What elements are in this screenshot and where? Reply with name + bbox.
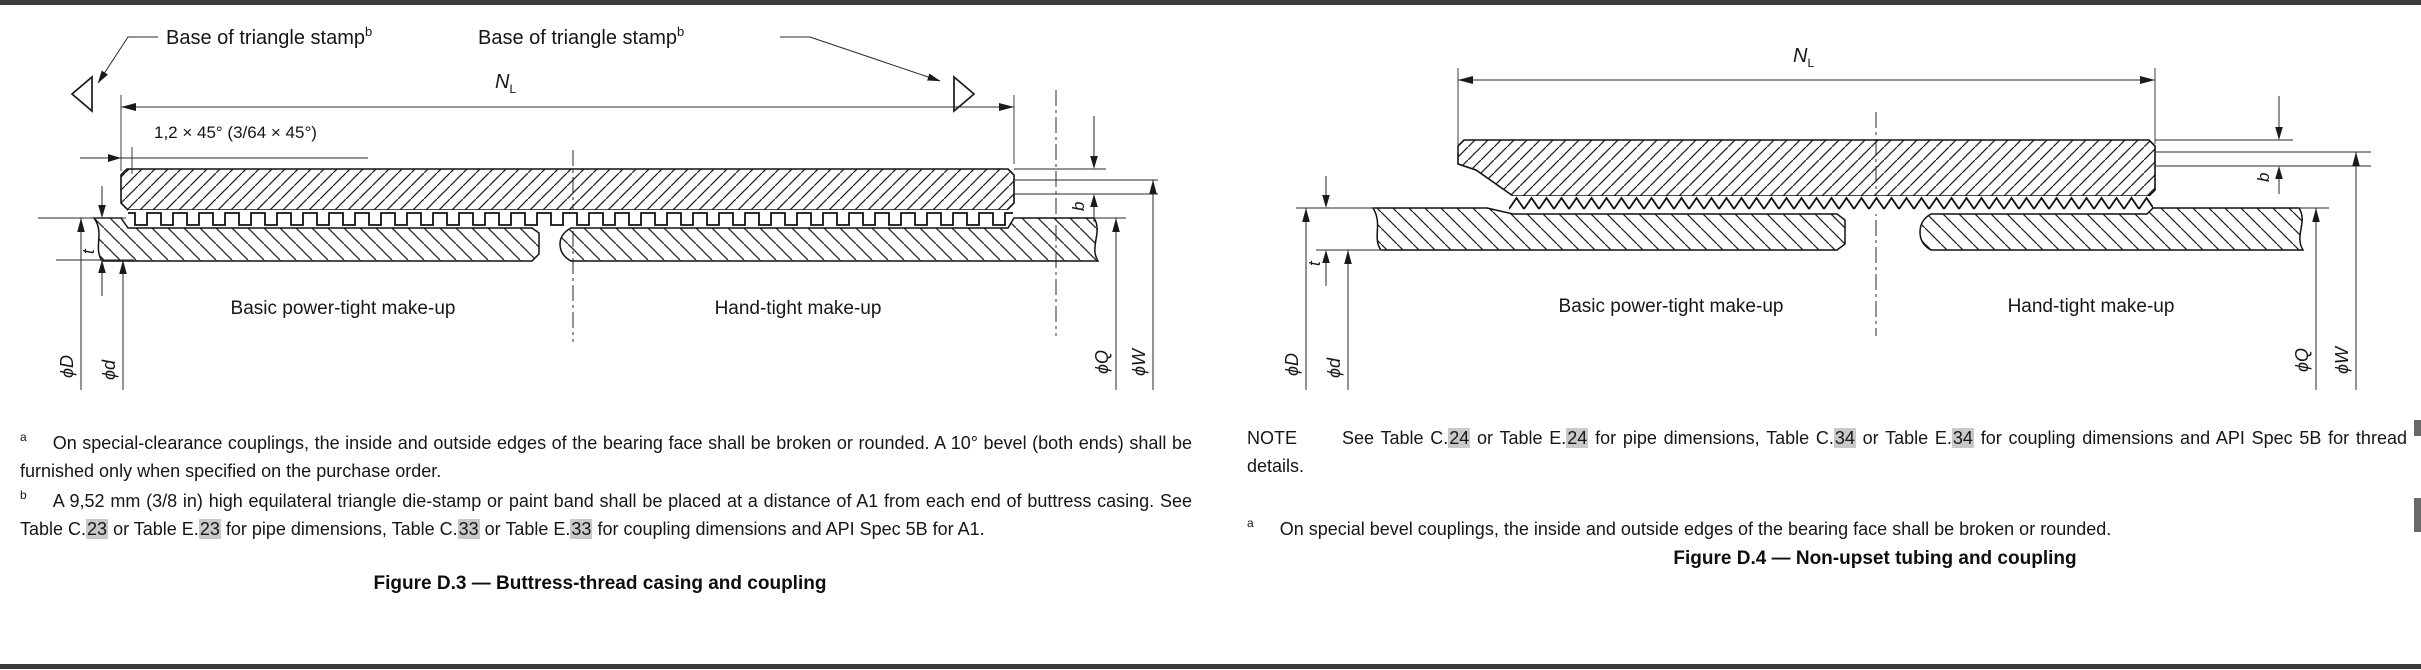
dimension-t: t: [1305, 176, 1330, 286]
triangle-stamp-right: Base of triangle stampb: [478, 24, 976, 113]
page-bottom-border: [0, 664, 2421, 669]
triangle-stamp-icon: [70, 75, 93, 113]
pipe-right: [559, 217, 1100, 262]
phi-d-inner-label: ϕd: [1324, 357, 1344, 378]
footnote-marker: a: [20, 430, 27, 444]
phi-w-label: ϕW: [1129, 347, 1149, 376]
dimension-phi-d-outer: ϕD: [1282, 208, 1310, 390]
phi-q-label: ϕQ: [1092, 350, 1112, 374]
coupling-section: [1457, 139, 2156, 214]
highlighted-reference: 24: [1448, 428, 1471, 448]
phi-q-label: ϕQ: [2292, 348, 2312, 372]
note-label: NOTE: [1247, 428, 1298, 448]
figure-d3-diagram: Base of triangle stampb Base of triangle…: [38, 24, 1158, 390]
footnote-text: A 9,52 mm (3/8 in) high equilateral tria…: [20, 491, 1192, 539]
footnote-marker: b: [20, 488, 27, 502]
triangle-stamp-icon: [953, 75, 976, 113]
label-power-tight: Basic power-tight make-up: [1559, 296, 1784, 317]
coupling-section: [120, 168, 1015, 228]
dimension-phi-q: ϕQ: [1092, 218, 1120, 390]
dimension-b: b: [2254, 96, 2283, 194]
page-top-border: [0, 0, 2421, 5]
note-text: See Table C.: [1342, 428, 1449, 448]
label-power-tight: Basic power-tight make-up: [231, 298, 456, 319]
footnote-text: or Table E.: [479, 519, 571, 539]
figure-d3-caption: Figure D.3 — Buttress-thread casing and …: [373, 573, 827, 594]
nl-label: NL: [1793, 45, 1814, 70]
phi-d-outer-label: ϕD: [1282, 353, 1302, 376]
dimension-phi-d-inner: ϕd: [99, 260, 127, 390]
stamp-label: Base of triangle stampb: [478, 24, 684, 49]
highlighted-reference: 34: [1833, 428, 1856, 448]
dimension-chamfer: 1,2 × 45° (3/64 × 45°): [80, 123, 368, 174]
note-text: or Table E.: [1855, 428, 1952, 448]
dimension-phi-d-inner: ϕd: [1324, 250, 1352, 390]
scan-artifact: [2414, 420, 2421, 436]
t-label: t: [1305, 260, 1324, 266]
highlighted-reference: 24: [1566, 428, 1589, 448]
figure-d4-diagram: NL b ϕQ ϕW: [1282, 45, 2371, 390]
dimension-nl: NL: [120, 71, 1015, 171]
buttress-thread-profile: [128, 210, 1013, 228]
chamfer-label: 1,2 × 45° (3/64 × 45°): [154, 123, 317, 142]
dimension-phi-w: ϕW: [2332, 152, 2360, 390]
figure-d4-footnote-a: a On special bevel couplings, the inside …: [1247, 510, 2407, 543]
bearing-face-lines: [2155, 139, 2371, 209]
nl-label: NL: [495, 71, 516, 96]
label-hand-tight: Hand-tight make-up: [2008, 296, 2175, 317]
footnote-text: On special bevel couplings, the inside a…: [1279, 519, 2112, 539]
dimension-phi-w: ϕW: [1129, 180, 1157, 390]
triangle-stamp-left: Base of triangle stampb: [70, 24, 372, 113]
b-label: b: [2254, 173, 2273, 182]
t-label: t: [79, 248, 98, 254]
pipe-left: [92, 217, 540, 262]
v-thread-profile: [1509, 196, 2153, 214]
left-reference-lines: [1296, 207, 1383, 251]
highlighted-reference: 34: [1951, 428, 1974, 448]
phi-d-inner-label: ϕd: [99, 359, 119, 380]
stamp-label: Base of triangle stampb: [166, 24, 372, 49]
label-hand-tight: Hand-tight make-up: [715, 298, 882, 319]
highlighted-reference: 23: [198, 519, 221, 539]
highlighted-reference: 23: [86, 519, 109, 539]
bearing-face-lines: [1014, 168, 1158, 219]
highlighted-reference: 33: [457, 519, 480, 539]
dimension-phi-q: ϕQ: [2292, 208, 2320, 390]
dimension-phi-d-outer: ϕD: [57, 218, 85, 390]
pipe-right: [1919, 207, 2305, 251]
dimension-b: b: [1069, 116, 1098, 222]
dimension-nl: NL: [1457, 45, 2156, 152]
note-text: for pipe dimensions, Table C.: [1588, 428, 1834, 448]
pipe-left: [1371, 207, 1846, 251]
coupling-hatch: [120, 168, 1015, 211]
footnote-text: or Table E.: [108, 519, 199, 539]
leader-line: [780, 36, 941, 82]
phi-w-label: ϕW: [2332, 345, 2352, 374]
dimension-t: t: [79, 186, 106, 296]
coupling-hatch: [1457, 139, 2156, 197]
scan-artifact: [2414, 498, 2421, 532]
highlighted-reference: 33: [570, 519, 593, 539]
phi-d-outer-label: ϕD: [57, 355, 77, 378]
note-text: or Table E.: [1470, 428, 1567, 448]
b-label: b: [1069, 202, 1088, 211]
footnote-text: for pipe dimensions, Table C.: [220, 519, 458, 539]
footnote-text: On special-clearance couplings, the insi…: [20, 433, 1192, 481]
footnote-marker: a: [1247, 516, 1254, 530]
leader-line: [97, 36, 158, 84]
figure-d4-caption: Figure D.4 — Non-upset tubing and coupli…: [1673, 548, 2077, 569]
note-text: for coupling dimensions and API Spec 5B …: [1247, 428, 2407, 476]
footnote-text: for coupling dimensions and API Spec 5B …: [592, 519, 985, 539]
left-reference-lines: [38, 217, 134, 261]
